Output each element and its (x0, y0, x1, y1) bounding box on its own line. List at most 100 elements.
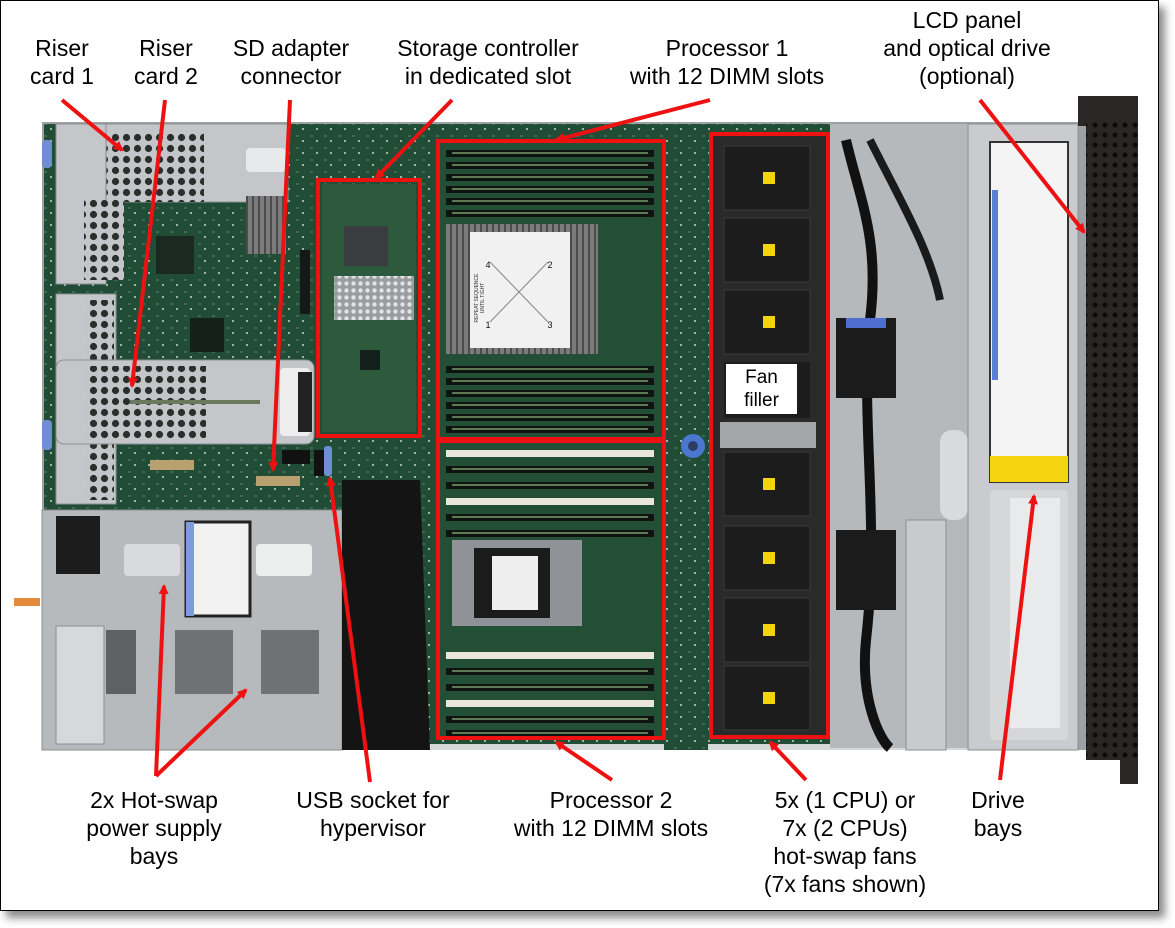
label-drive-bays: Drive bays (958, 786, 1038, 842)
dimm-module (452, 404, 648, 406)
label-line: SD adapter (232, 35, 350, 61)
riser-card-2 (42, 293, 315, 505)
callout-boxes (316, 132, 830, 740)
dimm-module (452, 732, 648, 734)
label-line: card 2 (134, 63, 198, 89)
dimm-module (452, 392, 648, 394)
arrow-riser-1 (60, 98, 124, 152)
label-line: Processor 2 (549, 787, 673, 813)
fan-filler-line: Fan (745, 367, 778, 388)
label-line: 7x (2 CPUs) (782, 815, 908, 841)
label-line: 5x (1 CPU) or (774, 787, 916, 813)
arrow-riser-2 (127, 99, 167, 388)
dimm-module (452, 380, 648, 382)
fan-warning-label (763, 316, 775, 328)
usb-socket (314, 450, 324, 476)
fan-module (723, 597, 811, 663)
dimm-module (452, 416, 648, 418)
air-duct (342, 480, 430, 750)
dimm-module (452, 176, 648, 178)
label-line: hypervisor (319, 815, 427, 841)
dimm-module (452, 212, 648, 214)
label-line: power supply (86, 815, 222, 841)
fan-bracket (720, 422, 816, 448)
arrow-psu-1 (154, 584, 169, 777)
arrow-storage-controller (374, 98, 454, 180)
dimm-slot (446, 700, 654, 707)
label-line: Riser (35, 35, 89, 61)
fan-warning-label (763, 244, 775, 256)
arrow-fans (768, 740, 808, 782)
heatsink-text: UNTIL TIGHT (480, 283, 486, 314)
storage-controller-box (316, 178, 422, 438)
label-line: Drive (971, 787, 1025, 813)
heatsink-number: 3 (547, 320, 552, 330)
dimm-module (452, 152, 648, 154)
dimm-module (452, 484, 648, 486)
label-line: connector (240, 63, 342, 89)
heatsink-number: 4 (485, 260, 490, 270)
callout-arrows (60, 98, 1086, 783)
label-processor-2: Processor 2 with 12 DIMM slots (494, 786, 728, 842)
label-line: with 12 DIMM slots (513, 815, 709, 841)
heatsink-text: REPEAT SEQUENCE (474, 273, 480, 323)
cable-area (830, 124, 970, 752)
label-power-supply: 2x Hot-swap power supply bays (66, 786, 242, 870)
processor-2-box (436, 439, 666, 740)
label-line: USB socket for (296, 787, 450, 813)
label-fans: 5x (1 CPU) or 7x (2 CPUs) hot-swap fans … (740, 786, 950, 898)
dimm-slot (446, 498, 654, 505)
fan-warning-label (763, 478, 775, 490)
label-line: Processor 1 (665, 35, 789, 61)
arrow-psu-2 (154, 688, 248, 778)
label-line: bays (129, 843, 179, 869)
dimm-module (452, 428, 648, 430)
dimm-module (452, 164, 648, 166)
label-line: Riser (139, 35, 193, 61)
dimm-slots (446, 150, 654, 737)
fan-module (723, 665, 811, 731)
arrow-usb-socket (326, 476, 372, 783)
label-line: with 12 DIMM slots (629, 63, 825, 89)
label-line: 2x Hot-swap (90, 787, 218, 813)
dimm-module (452, 670, 648, 672)
front-bezel (1078, 96, 1138, 784)
label-line: (optional) (919, 63, 1015, 89)
label-line: in dedicated slot (404, 63, 572, 89)
fan-filler-label: Fan filler (726, 364, 797, 414)
fan-warning-label (763, 692, 775, 704)
label-riser-card-1: Riser card 1 (24, 34, 100, 90)
motherboard-components (150, 196, 332, 486)
label-lcd-panel: LCD panel and optical drive (optional) (862, 6, 1072, 90)
heatsink-number: 1 (485, 320, 490, 330)
arrow-sd-adapter (268, 99, 292, 472)
fan-box (709, 132, 830, 739)
fan-warning-label (763, 172, 775, 184)
label-sd-adapter: SD adapter connector (218, 34, 364, 90)
dimm-module (452, 368, 648, 370)
fan-warning-label (763, 552, 775, 564)
drive-bays (967, 123, 1079, 751)
sd-adapter-connector (256, 476, 300, 486)
dimm-slot (446, 652, 654, 659)
fan-bank (712, 136, 826, 736)
vrm-area (664, 130, 708, 750)
power-supply-bays (14, 509, 343, 751)
riser-card-1 (42, 123, 289, 285)
label-riser-card-2: Riser card 2 (126, 34, 206, 90)
arrow-processor-1 (554, 98, 711, 143)
label-line: hot-swap fans (773, 843, 917, 869)
arrow-drive-bays (998, 494, 1039, 781)
arrow-lcd-panel (978, 98, 1086, 234)
label-processor-1: Processor 1 with 12 DIMM slots (610, 34, 844, 90)
dimm-module (452, 468, 648, 470)
label-line: and optical drive (883, 35, 1051, 61)
dimm-module (452, 188, 648, 190)
heatsink-number: 2 (547, 260, 552, 270)
arrow-processor-2 (554, 740, 614, 782)
label-line: (7x fans shown) (763, 871, 927, 897)
label-usb-socket: USB socket for hypervisor (278, 786, 468, 842)
fan-filler-line: filler (744, 390, 779, 411)
label-line: Storage controller (397, 35, 579, 61)
